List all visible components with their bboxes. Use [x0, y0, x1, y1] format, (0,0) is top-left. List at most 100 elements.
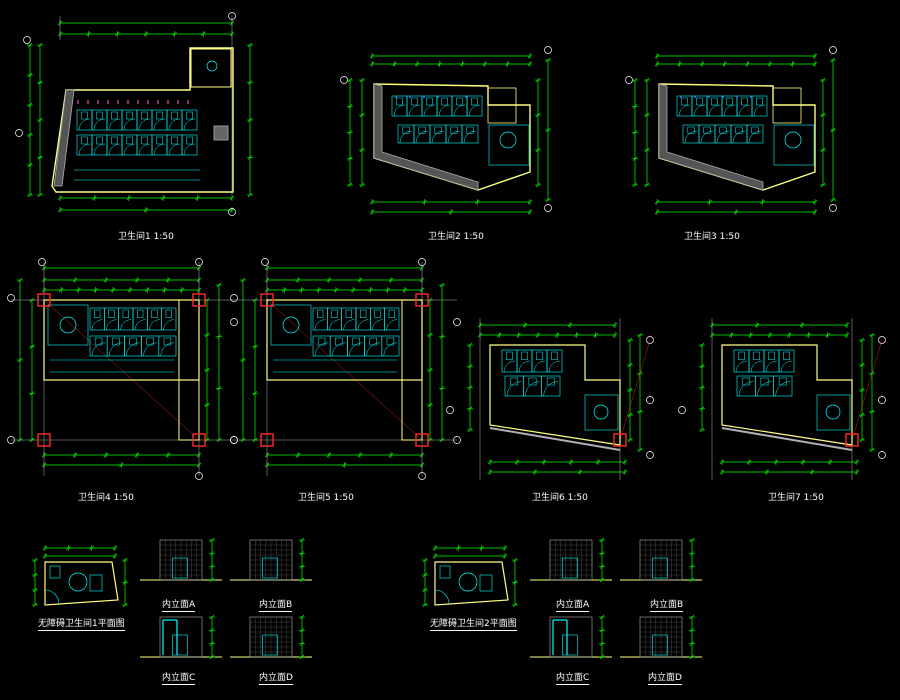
turning-circle — [458, 572, 478, 592]
side-corridor — [401, 299, 423, 441]
shaft-box — [213, 125, 229, 141]
door-swing — [366, 342, 380, 357]
door-swing — [678, 104, 691, 117]
door-swing — [468, 104, 481, 117]
door-swing — [723, 104, 736, 117]
door-swing — [732, 130, 746, 144]
plan-2 — [340, 46, 552, 215]
grid-bubble — [544, 46, 552, 54]
stall — [347, 335, 365, 357]
grid-bubble — [230, 294, 238, 302]
toilet-fixture — [696, 97, 703, 106]
door-swing — [168, 118, 181, 131]
stall — [141, 335, 160, 357]
wall-outline — [51, 47, 234, 193]
turning-circle — [282, 316, 300, 334]
toilet-fixture — [768, 351, 775, 360]
toilet-fixture — [374, 309, 381, 318]
plan-title-4: 卫生间4 1:50 — [78, 493, 134, 503]
door-swing — [183, 143, 196, 156]
toilet-fixture — [163, 337, 172, 346]
accessible-plan-title-1: 无障碍卫生间1平面图 — [38, 616, 125, 631]
door-swing — [108, 143, 121, 156]
stall — [541, 375, 561, 397]
elevation-d — [230, 614, 312, 660]
toilet-fixture — [129, 337, 137, 346]
stall — [89, 307, 105, 331]
column-marker — [613, 433, 627, 447]
elevation-a-title-left: 内立面A — [162, 597, 196, 612]
toilet-fixture — [456, 97, 463, 106]
elevation-a-title-right: 内立面A — [556, 597, 590, 612]
toilet-fixture — [388, 309, 395, 318]
elevation-b-title-right: 内立面B — [650, 597, 684, 612]
elevation-frame — [549, 616, 593, 658]
fixture-elevation — [172, 634, 188, 656]
fixture-elevation — [652, 557, 668, 579]
toilet-fixture — [479, 574, 493, 592]
door-swing — [123, 118, 136, 131]
grid-bubble — [7, 294, 15, 302]
stall — [364, 335, 383, 357]
stall — [181, 134, 198, 156]
accessible-block-2 — [422, 537, 702, 660]
toilet-fixture — [137, 309, 144, 318]
door-swing — [78, 143, 91, 156]
accessible-room — [47, 304, 89, 346]
grid-bubble — [38, 258, 46, 266]
grid-bubble — [230, 318, 238, 326]
basin-fixture — [49, 565, 61, 579]
column-marker — [192, 433, 206, 447]
column-marker — [845, 433, 859, 447]
toilet-fixture — [783, 351, 790, 360]
elevation-d-title-right: 内立面D — [648, 670, 682, 685]
door-swing — [329, 319, 340, 331]
fixture-elevation — [652, 634, 668, 656]
door-swing — [780, 360, 793, 373]
toilet-fixture — [352, 337, 360, 346]
toilet-fixture — [94, 309, 101, 318]
door-swing — [372, 319, 383, 331]
toilet-fixture — [141, 111, 148, 120]
door-swing — [78, 118, 91, 131]
turning-circle — [825, 404, 841, 420]
door-swing — [126, 342, 140, 357]
door-swing — [134, 319, 146, 331]
accessible-plan-title-2: 无障碍卫生间2平面图 — [430, 616, 517, 631]
stall — [181, 109, 198, 131]
toilet-fixture — [402, 126, 410, 134]
door-swing — [399, 130, 413, 144]
door-swing — [753, 104, 766, 117]
toilet-fixture — [369, 337, 377, 346]
plan-5 — [230, 258, 461, 480]
fixture-elevation — [262, 634, 278, 656]
door-swing — [548, 360, 561, 373]
door-swing — [314, 342, 329, 357]
door-swing — [91, 342, 106, 357]
toilet-fixture — [687, 126, 695, 134]
door-swing — [383, 342, 398, 357]
elevation-b — [230, 537, 312, 583]
door-swing — [765, 360, 778, 373]
door-swing — [93, 143, 106, 156]
turning-circle — [499, 131, 517, 149]
elevation-a — [530, 537, 612, 583]
turning-circle — [593, 404, 609, 420]
elevation-b — [620, 537, 702, 583]
toilet-fixture — [141, 136, 148, 145]
toilet-fixture — [719, 126, 727, 134]
stall — [327, 307, 342, 331]
toilet-fixture — [345, 309, 352, 318]
door-swing — [393, 104, 406, 117]
door-swing — [700, 130, 714, 144]
toilet-fixture — [426, 97, 433, 106]
grid-bubble — [646, 336, 654, 344]
stall — [312, 335, 331, 357]
toilet-fixture — [171, 111, 178, 120]
door-swing — [120, 319, 132, 331]
door-swing — [438, 104, 451, 117]
fixture-elevation — [562, 557, 578, 579]
plan-title-3: 卫生间3 1:50 — [684, 232, 740, 242]
door-swing — [738, 104, 751, 117]
